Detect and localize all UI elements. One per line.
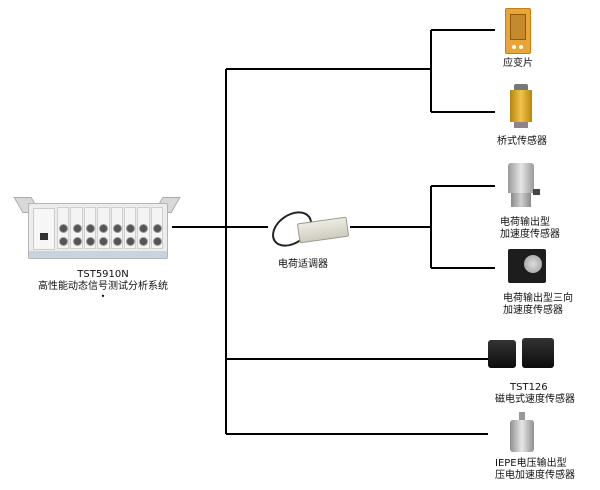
channel-slot <box>110 207 123 249</box>
bnc-connector-icon <box>152 224 162 233</box>
mount-disc <box>524 255 542 273</box>
sensor-housing <box>508 163 534 193</box>
bnc-connector-icon <box>112 224 122 233</box>
bnc-connector-icon <box>99 224 109 233</box>
bnc-connector-icon <box>85 224 95 233</box>
channel-slot <box>150 207 163 249</box>
magnetic-velocity-name-label: 磁电式速度传感器 <box>495 394 575 405</box>
bnc-connector-icon <box>112 237 122 246</box>
bnc-connector-icon <box>85 237 95 246</box>
bnc-connector-icon <box>72 237 82 246</box>
bnc-connector-icon <box>126 237 136 246</box>
charge-accel-image <box>508 163 540 209</box>
iepe-accel-label-line2: 压电加速度传感器 <box>495 470 575 481</box>
ethernet-port-icon <box>40 233 48 240</box>
daq-name-label: 高性能动态信号测试分析系统 <box>38 281 168 292</box>
bnc-connector-icon <box>152 237 162 246</box>
triaxial-accel-label-line2: 加速度传感器 <box>503 305 563 316</box>
chassis-body <box>28 203 168 259</box>
sensor-cube <box>522 338 554 368</box>
bnc-connector-icon <box>139 237 149 246</box>
charge-adapter-label: 电荷适调器 <box>278 259 328 270</box>
sensor-cube <box>488 340 516 368</box>
bridge-sensor-image <box>508 84 534 128</box>
bridge-sensor-label: 桥式传感器 <box>497 136 547 147</box>
channel-slot <box>137 207 150 249</box>
strain-gauge-image <box>505 8 531 54</box>
channel-slot <box>57 207 70 249</box>
sensor-base <box>511 193 531 207</box>
iepe-accel-image <box>509 412 535 454</box>
channel-slot <box>70 207 83 249</box>
bnc-connector-icon <box>139 224 149 233</box>
charge-accel-label-line2: 加速度传感器 <box>500 229 560 240</box>
strain-gauge-label: 应变片 <box>503 58 533 69</box>
bnc-connector-icon <box>126 224 136 233</box>
channel-slot <box>97 207 110 249</box>
sensor-foot <box>514 122 528 128</box>
iepe-accel-label-line1: IEPE电压输出型 <box>495 458 567 469</box>
solder-pad <box>519 45 523 49</box>
bnc-connector-icon <box>99 237 109 246</box>
sensor-cap <box>514 84 528 91</box>
magnetic-velocity-model-label: TST126 <box>510 382 548 393</box>
solder-pad <box>512 45 516 49</box>
daq-note-mark: • <box>100 292 106 301</box>
bnc-connector-icon <box>72 224 82 233</box>
daq-chassis-image <box>13 197 181 259</box>
gauge-grid <box>510 14 526 40</box>
chassis-status-strip <box>29 251 167 258</box>
charge-accel-label-line1: 电荷输出型 <box>500 217 550 228</box>
sensor-stud <box>519 412 525 420</box>
magnetic-velocity-image <box>488 336 556 370</box>
daq-model-label: TST5910N <box>77 269 129 280</box>
triaxial-accel-label-line1: 电荷输出型三向 <box>503 293 573 304</box>
bnc-connector-icon <box>59 224 69 233</box>
control-panel <box>33 208 55 250</box>
bnc-connector-icon <box>59 237 69 246</box>
channel-slots <box>57 207 163 249</box>
charge-adapter-image <box>265 204 350 254</box>
sensor-body <box>510 90 532 122</box>
sensor-connector <box>533 189 540 195</box>
channel-slot <box>123 207 137 249</box>
triaxial-accel-image <box>508 249 546 283</box>
sensor-body <box>510 420 534 452</box>
channel-slot <box>83 207 97 249</box>
